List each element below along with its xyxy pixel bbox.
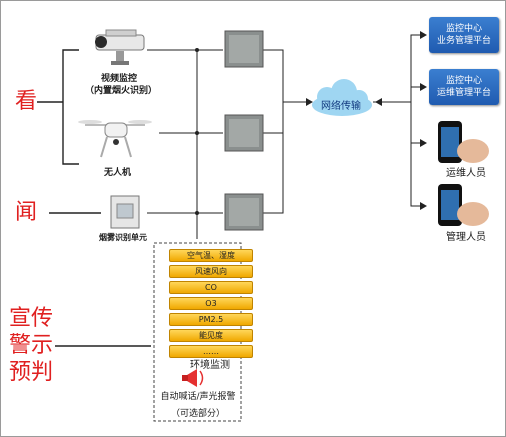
label-hear: 闻 [15, 200, 38, 225]
optional-label: （可选部分） [170, 409, 225, 419]
platform-business-line2: 业务管理平台 [436, 36, 491, 46]
platform-ops-line2: 运维管理平台 [436, 88, 491, 98]
platform-ops: 监控中心 运维管理平台 [429, 69, 499, 105]
switch-icon-2 [224, 114, 264, 152]
env-label: 环境监测 [190, 360, 230, 371]
camera-label-2: （内置烟火识别） [85, 86, 158, 96]
camera-icon [95, 29, 145, 65]
label-warn-3: 预判 [9, 360, 54, 385]
label-see: 看 [15, 89, 38, 114]
sensor-item: CO [169, 281, 253, 294]
switch-icon-3 [224, 193, 264, 231]
sensor-item: O3 [169, 297, 253, 310]
label-warn-1: 宣传 [9, 306, 54, 331]
sensor-item: 能见度 [169, 329, 253, 342]
switch-icon-1 [224, 30, 264, 68]
sensor-item: 风速风向 [169, 265, 253, 278]
smoke-unit-label: 烟雾识别单元 [99, 233, 147, 242]
camera-label-1: 视频监控 [101, 74, 138, 84]
smoke-unit-icon [110, 195, 140, 229]
mgmt-people-label: 管理人员 [446, 232, 486, 243]
drone-label: 无人机 [104, 168, 132, 178]
platform-business: 监控中心 业务管理平台 [429, 17, 499, 53]
sensor-item: 空气温、湿度 [169, 249, 253, 262]
ops-people-label: 运维人员 [446, 168, 486, 179]
alarm-speaker-icon [182, 369, 204, 387]
cloud-icon [312, 79, 372, 116]
platform-ops-line1: 监控中心 [445, 76, 482, 86]
platform-business-line1: 监控中心 [445, 24, 482, 34]
alarm-label: 自动喊话/声光报警 [160, 392, 236, 402]
label-warn-2: 警示 [9, 333, 54, 358]
sensor-item: PM2.5 [169, 313, 253, 326]
phone-icon-1 [438, 121, 489, 163]
sensor-item: …… [169, 345, 253, 358]
drone-icon [78, 120, 152, 158]
phone-icon-2 [438, 184, 489, 226]
network-label: 网络传输 [321, 101, 361, 112]
